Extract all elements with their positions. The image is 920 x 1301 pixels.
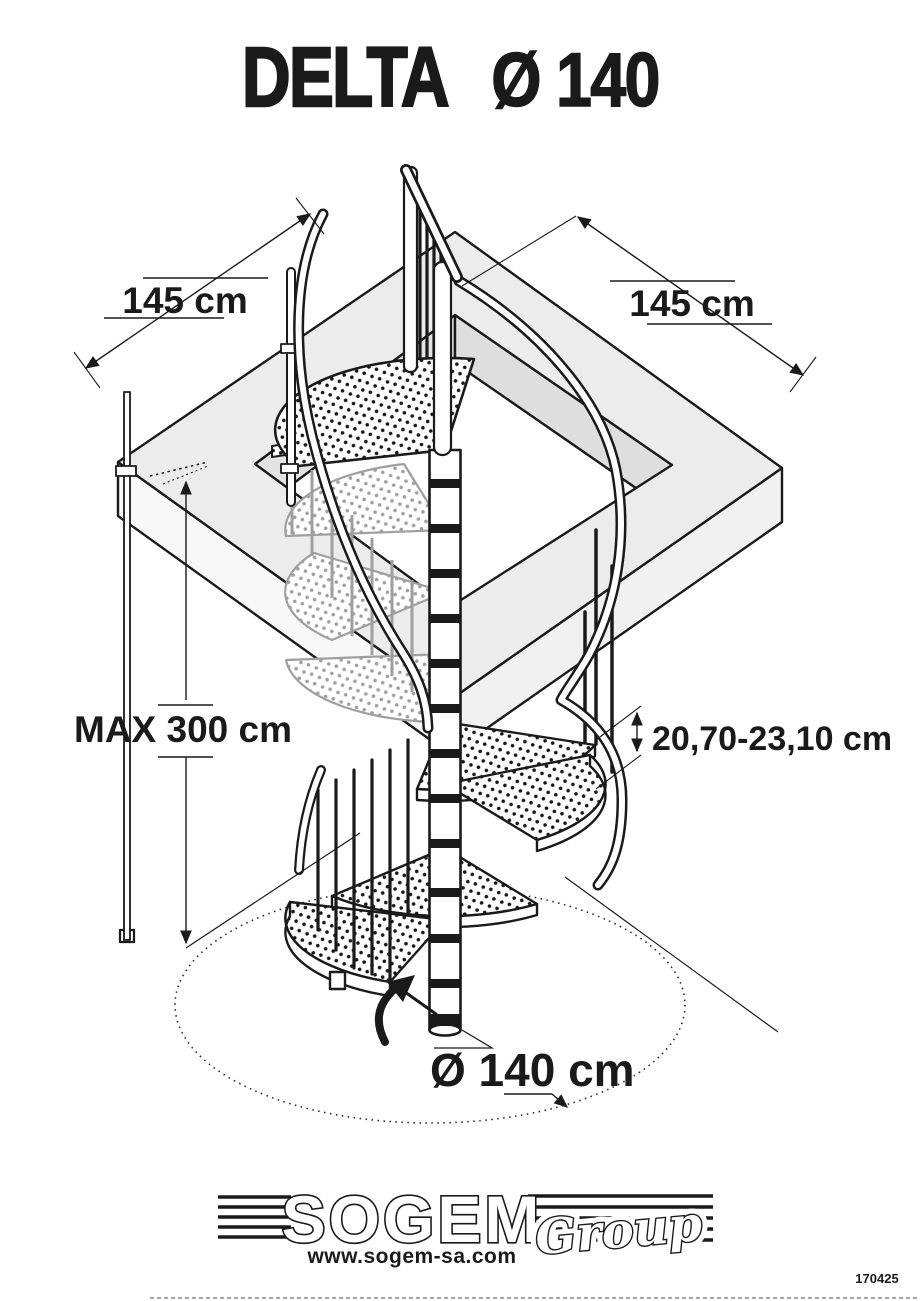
reference-line	[564, 876, 779, 1033]
tread-edge	[535, 753, 607, 853]
document-number: 170425	[855, 1271, 898, 1286]
center-column	[428, 448, 462, 1037]
frame-hidden-edge	[149, 461, 209, 477]
diameter-circle	[174, 886, 686, 1124]
upper-column-post	[432, 260, 453, 457]
logo-lines-left	[218, 1195, 291, 1239]
ghost-tread	[284, 652, 447, 724]
lower-balusters	[316, 738, 410, 980]
title-diameter: Ø 140	[491, 37, 658, 122]
dimension-label-max-height: MAX 300 cm	[74, 709, 292, 750]
logo-lines-right	[528, 1194, 713, 1242]
dimension-label-opening-left: 145 cm	[122, 280, 248, 321]
spiral-staircase	[115, 164, 628, 1037]
dimension-step-height: 20,70-23,10 cm	[595, 705, 892, 790]
dimension-diameter: Ø 140 cm	[430, 1029, 635, 1108]
post-clamp	[115, 465, 137, 477]
dimension-max-height: MAX 300 cm	[74, 465, 361, 949]
dimension-label-step-height: 20,70-23,10 cm	[652, 720, 892, 758]
dimension-label-opening-right: 145 cm	[629, 283, 755, 324]
column-spacer-bands	[429, 479, 461, 1026]
sogem-logo: SOGEM Group Group www.sogem-sa.com	[218, 1180, 713, 1273]
logo-brand-text: SOGEM	[282, 1182, 543, 1256]
ghost-tread	[284, 462, 447, 538]
railing-post-far-left	[123, 391, 131, 941]
dimension-opening-left: 145 cm	[73, 197, 325, 389]
logo-website-text: www.sogem-sa.com	[306, 1245, 516, 1268]
title-model: DELTA	[242, 31, 448, 125]
tread-foot	[328, 970, 347, 991]
dimension-annotations: 145 cm 145 cm MAX 300 cm 20,70-23,10 cm	[73, 197, 892, 1108]
post-clamp	[280, 463, 299, 474]
page-title: DELTA Ø 140	[241, 30, 661, 126]
rotation-arrow	[374, 975, 415, 1046]
dimension-label-diameter: Ø 140 cm	[430, 1044, 635, 1096]
dimension-opening-right: 145 cm	[461, 215, 817, 393]
